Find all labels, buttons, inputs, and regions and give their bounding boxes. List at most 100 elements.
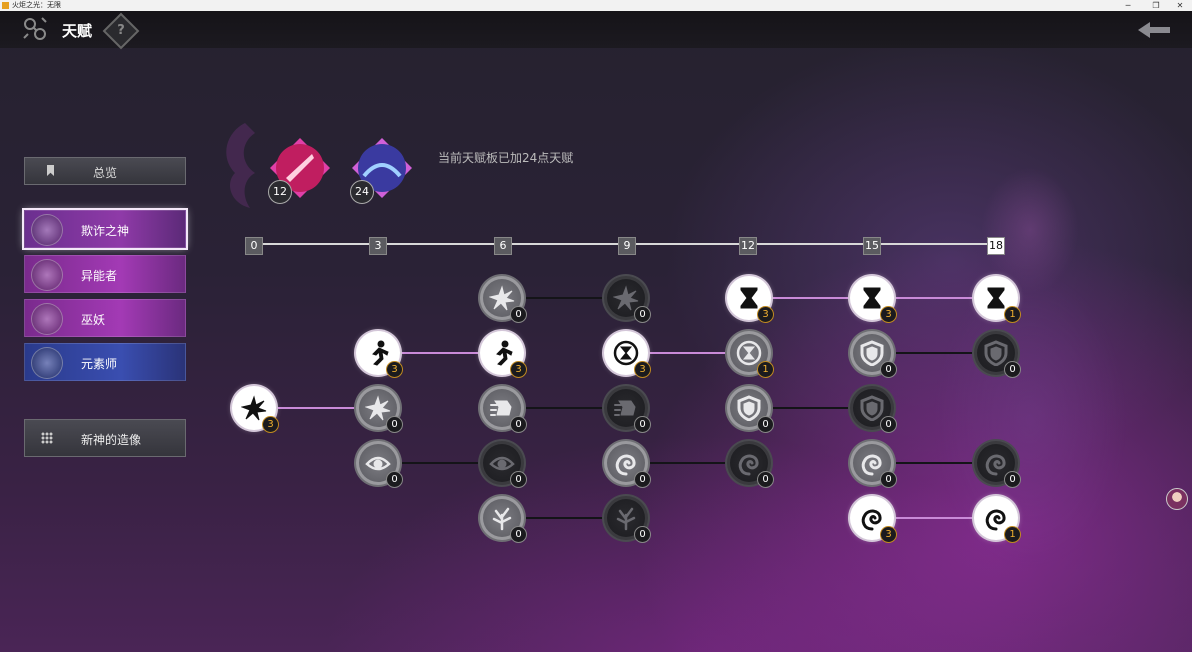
overview-label: 总览 [92, 166, 117, 180]
thorn-icon [492, 507, 512, 531]
talent-points-badge: 3 [634, 361, 651, 378]
talent-link [872, 517, 996, 519]
hourglass-icon [987, 287, 1005, 309]
hourglass-icon [863, 287, 881, 309]
talent-node[interactable]: 0 [480, 441, 527, 488]
class-tab-elementalist[interactable]: 元素师 [24, 343, 186, 381]
talent-link [872, 297, 996, 299]
talent-points-badge: 0 [634, 471, 651, 488]
dragon-ornament-icon [226, 123, 255, 208]
talent-node[interactable]: 1 [727, 331, 774, 378]
running-figure-icon [372, 340, 389, 366]
talent-points-badge: 0 [880, 361, 897, 378]
chat-avatar-icon[interactable] [1166, 488, 1188, 510]
level-marker: 6 [494, 237, 512, 255]
talent-points-badge: 0 [757, 471, 774, 488]
talent-node[interactable]: 3 [356, 331, 403, 378]
shield-icon [860, 395, 884, 421]
talent-points-badge: 3 [757, 306, 774, 323]
talent-points-badge: 0 [634, 526, 651, 543]
hourglass-circle-icon [613, 340, 639, 366]
talent-node[interactable]: 0 [604, 441, 651, 488]
new-god-statue-button[interactable]: 新神的造像 [24, 419, 186, 457]
god-medallion-secondary[interactable]: 24 [350, 136, 414, 204]
talent-node[interactable]: 0 [480, 496, 527, 543]
talent-node[interactable]: 0 [974, 441, 1021, 488]
class-tab-label: 异能者 [81, 269, 118, 283]
points-summary: 当前天赋板已加24点天赋 [438, 151, 574, 165]
talent-points-badge: 0 [510, 416, 527, 433]
class-tab-label: 元素师 [81, 357, 118, 371]
talent-node[interactable]: 0 [356, 441, 403, 488]
minimize-button[interactable]: ─ [1125, 1, 1131, 10]
talent-node[interactable]: 0 [604, 496, 651, 543]
class-tab-trickster[interactable]: 欺诈之神 [22, 208, 188, 250]
talent-node[interactable]: 3 [604, 331, 651, 378]
talent-points-badge: 3 [386, 361, 403, 378]
talent-points-badge: 0 [510, 471, 527, 488]
hourglass-icon [740, 287, 758, 309]
talent-points-badge: 3 [262, 416, 279, 433]
talent-points-badge: 0 [634, 306, 651, 323]
shield-icon [984, 340, 1008, 366]
talent-points-badge: 0 [510, 526, 527, 543]
swirl-icon [985, 454, 1006, 476]
level-marker: 9 [618, 237, 636, 255]
talent-node[interactable]: 0 [850, 441, 897, 488]
talent-node[interactable]: 0 [480, 386, 527, 433]
window-title: 火炬之光：无限 [12, 1, 61, 9]
swirl-icon [738, 454, 759, 476]
talent-link [378, 462, 502, 464]
close-button[interactable]: ✕ [1176, 1, 1184, 10]
app-icon [2, 2, 9, 9]
god-medallion-primary[interactable]: 12 [268, 136, 332, 204]
talent-link [872, 352, 996, 354]
class-tab-esper[interactable]: 异能者 [24, 255, 186, 293]
talent-link [749, 297, 872, 299]
class-tab-label: 欺诈之神 [81, 224, 130, 238]
dash-icon [614, 400, 636, 416]
talent-node[interactable]: 3 [850, 276, 897, 323]
talent-node[interactable]: 0 [356, 386, 403, 433]
talent-node[interactable]: 0 [604, 386, 651, 433]
shield-icon [737, 395, 761, 421]
swirl-icon [861, 454, 882, 476]
talent-node[interactable]: 0 [850, 386, 897, 433]
talent-node[interactable]: 0 [850, 331, 897, 378]
talent-node[interactable]: 0 [480, 276, 527, 323]
swirl-icon [615, 454, 636, 476]
talent-node[interactable]: 0 [727, 386, 774, 433]
talent-points-badge: 1 [1004, 526, 1021, 543]
talent-node[interactable]: 1 [974, 496, 1021, 543]
lich-emblem-icon [31, 303, 63, 335]
burst-icon [365, 395, 391, 421]
eye-icon [489, 456, 515, 471]
talent-points-badge: 0 [880, 471, 897, 488]
talent-node[interactable]: 3 [850, 496, 897, 543]
eye-icon [365, 456, 391, 471]
talent-node[interactable]: 3 [480, 331, 527, 378]
back-arrow-icon[interactable] [1136, 20, 1172, 40]
medallion-count: 24 [350, 180, 374, 204]
talent-points-badge: 0 [757, 416, 774, 433]
talent-points-badge: 3 [880, 306, 897, 323]
talent-node[interactable]: 0 [604, 276, 651, 323]
class-tab-lich[interactable]: 巫妖 [24, 299, 186, 337]
talent-node[interactable]: 1 [974, 276, 1021, 323]
talent-logo-icon [23, 17, 47, 40]
os-title-bar: 火炬之光：无限 ─ ❐ ✕ [0, 0, 1192, 11]
maximize-button[interactable]: ❐ [1152, 1, 1160, 10]
talent-link [378, 352, 502, 354]
talent-node[interactable]: 0 [974, 331, 1021, 378]
level-marker: 12 [739, 237, 757, 255]
overview-button[interactable]: 总览 [24, 157, 186, 185]
talent-node[interactable]: 3 [727, 276, 774, 323]
class-tab-label: 巫妖 [81, 313, 106, 327]
swirl-icon [985, 509, 1006, 531]
talent-link [502, 517, 626, 519]
talent-link [502, 297, 626, 299]
grid-icon [41, 432, 53, 444]
talent-node[interactable]: 3 [232, 386, 279, 433]
talent-link [254, 407, 378, 409]
talent-node[interactable]: 0 [727, 441, 774, 488]
